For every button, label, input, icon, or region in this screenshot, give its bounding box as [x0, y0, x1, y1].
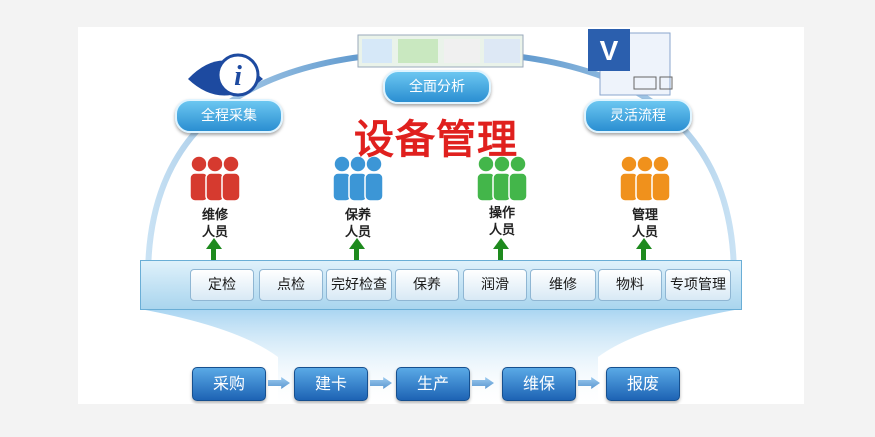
- eye-i-icon: i: [188, 53, 263, 97]
- bar-item: 物料: [598, 269, 662, 301]
- person-label-maintenance: 保养 人员: [344, 208, 371, 240]
- flow-arrow-icon: [472, 377, 494, 389]
- arrow-up-stem: [211, 248, 216, 260]
- person-label-operator: 操作 人员: [488, 206, 515, 238]
- bar-item: 定检: [190, 269, 254, 301]
- arrow-up-icon: [206, 238, 222, 249]
- diagram-canvas: i V i 设备管理 全程采集 全面分析 灵活流程 维修 人员 保: [78, 27, 804, 404]
- svg-text:V: V: [600, 35, 619, 66]
- pill-full-analysis: 全面分析: [383, 70, 491, 104]
- flow-arrow-icon: [370, 377, 392, 389]
- arrow-up-icon: [493, 238, 509, 249]
- bar-item: 专项管理: [665, 269, 731, 301]
- bar-item: 点检: [259, 269, 323, 301]
- person-group: [189, 155, 241, 202]
- arrow-up-icon: [636, 238, 652, 249]
- visio-icon: V: [588, 29, 673, 96]
- flow-step-procurement: 采购: [192, 367, 266, 401]
- flow-arrow-icon: [268, 377, 290, 389]
- flow-step-card: 建卡: [294, 367, 368, 401]
- bar-item: 完好检查: [326, 269, 392, 301]
- arrow-up-stem: [354, 248, 359, 260]
- page-title: 设备管理: [354, 117, 518, 163]
- flow-step-maintain: 维保: [502, 367, 576, 401]
- flow-step-scrap: 报废: [606, 367, 680, 401]
- bar-item: 维修: [530, 269, 596, 301]
- person-label-repair: 维修 人员: [201, 208, 228, 240]
- arrow-up-stem: [641, 248, 646, 260]
- arrow-up-stem: [498, 248, 503, 260]
- svg-text:i: i: [234, 61, 242, 92]
- pill-flexible-process: 灵活流程: [584, 99, 692, 133]
- person-group: [619, 155, 671, 202]
- flow-arrow-icon: [578, 377, 600, 389]
- people-group-icon: [189, 155, 671, 202]
- pill-full-collection: 全程采集: [175, 99, 283, 133]
- person-group: [332, 155, 384, 202]
- arrow-up-icon: [349, 238, 365, 249]
- bar-item: 保养: [395, 269, 459, 301]
- person-label-manager: 管理 人员: [631, 208, 658, 240]
- bar-item: 润滑: [463, 269, 527, 301]
- person-group: [476, 155, 528, 202]
- flow-step-production: 生产: [396, 367, 470, 401]
- screenshot-thumbnail: [357, 34, 524, 68]
